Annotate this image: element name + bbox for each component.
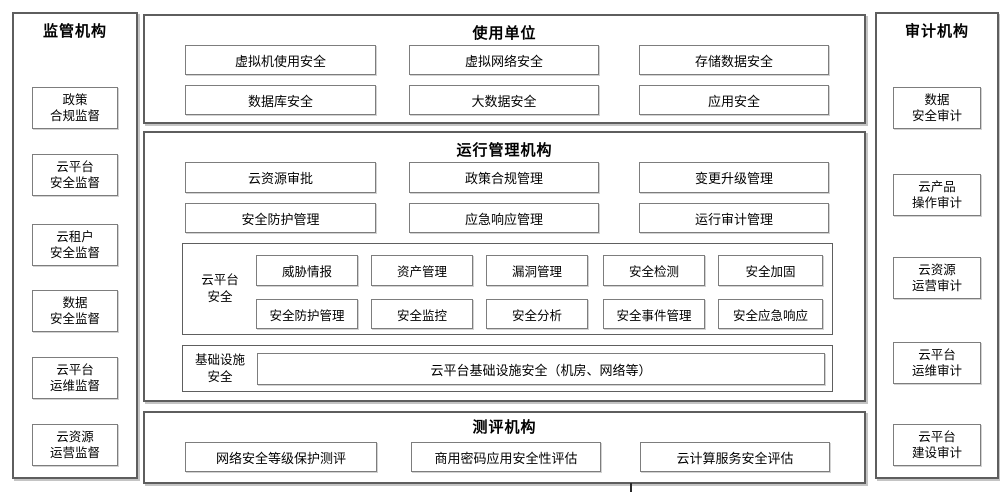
node-commercial-crypto-application-assessment: 商用密码应用安全性评估 [411,442,601,472]
audit-panel: 审计机构 数据 安全审计 云产品 操作审计 云资源 运营审计 云平台 运维审计 … [875,12,999,479]
audit-panel-title: 审计机构 [904,23,969,40]
node-cloud-resource-operation-audit: 云资源 运营审计 [893,257,981,299]
node-security-detection: 安全检测 [603,255,705,286]
node-virtual-network-security: 虚拟网络安全 [409,45,599,75]
node-storage-data-security: 存储数据安全 [639,45,829,75]
node-virtual-machine-usage-security: 虚拟机使用安全 [185,45,376,75]
node-cloud-computing-service-security-assessment: 云计算服务安全评估 [640,442,830,472]
operations-panel-title: 运行管理机构 [456,142,553,159]
node-security-emergency-response: 安全应急响应 [718,299,823,329]
node-cloud-product-operation-audit: 云产品 操作审计 [893,174,981,216]
node-security-protection-management: 安全防护管理 [185,203,376,233]
node-security-hardening: 安全加固 [718,255,823,286]
node-cloud-platform-security-supervision: 云平台 安全监督 [32,154,118,196]
node-security-protection-mgmt: 安全防护管理 [256,299,358,329]
infrastructure-security-group-label: 基础设施 安全 [194,352,245,384]
node-data-security-audit: 数据 安全审计 [893,87,981,129]
node-cloud-resource-operation-supervision: 云资源 运营监督 [32,424,118,466]
node-security-event-management: 安全事件管理 [603,299,705,329]
node-classified-protection-evaluation: 网络安全等级保护测评 [185,442,377,472]
node-database-security: 数据库安全 [185,85,376,115]
node-cloud-tenant-security-supervision: 云租户 安全监督 [32,224,118,266]
node-operation-audit-management: 运行审计管理 [639,203,829,233]
evaluation-panel: 测评机构 网络安全等级保护测评 商用密码应用安全性评估 云计算服务安全评估 [143,411,866,484]
operations-panel: 运行管理机构 云资源审批 政策合规管理 变更升级管理 安全防护管理 应急响应管理… [143,131,866,402]
user-unit-panel-title: 使用单位 [472,25,537,42]
infrastructure-security-group: 基础设施 安全 云平台基础设施安全（机房、网络等） [182,345,833,392]
node-cloud-platform-ops-audit: 云平台 运维审计 [893,342,981,384]
cursor-artifact [630,483,632,492]
node-application-security: 应用安全 [639,85,829,115]
node-vulnerability-management: 漏洞管理 [486,255,588,286]
node-cloud-resource-approval: 云资源审批 [185,162,376,193]
evaluation-panel-title: 测评机构 [472,419,537,436]
node-security-monitoring: 安全监控 [371,299,473,329]
user-unit-panel: 使用单位 虚拟机使用安全 虚拟网络安全 存储数据安全 数据库安全 大数据安全 应… [143,14,866,124]
node-data-security-supervision: 数据 安全监督 [32,290,118,332]
node-emergency-response-management: 应急响应管理 [409,203,599,233]
node-threat-intelligence: 威胁情报 [256,255,358,286]
node-big-data-security: 大数据安全 [409,85,599,115]
node-asset-management: 资产管理 [371,255,473,286]
platform-security-group: 云平台 安全 威胁情报 资产管理 漏洞管理 安全检测 安全加固 安全防护管理 安… [182,243,833,335]
regulators-panel: 监管机构 政策 合规监督 云平台 安全监督 云租户 安全监督 数据 安全监督 云… [12,12,138,479]
node-cloud-platform-infrastructure-security: 云平台基础设施安全（机房、网络等） [257,353,825,385]
node-cloud-platform-construction-audit: 云平台 建设审计 [893,424,981,466]
regulators-panel-title: 监管机构 [42,23,107,40]
node-security-analysis: 安全分析 [486,299,588,329]
node-policy-compliance-management: 政策合规管理 [409,162,599,193]
node-change-upgrade-management: 变更升级管理 [639,162,829,193]
platform-security-group-label: 云平台 安全 [201,273,239,304]
node-cloud-platform-ops-supervision: 云平台 运维监督 [32,357,118,399]
node-policy-compliance-supervision: 政策 合规监督 [32,87,118,129]
